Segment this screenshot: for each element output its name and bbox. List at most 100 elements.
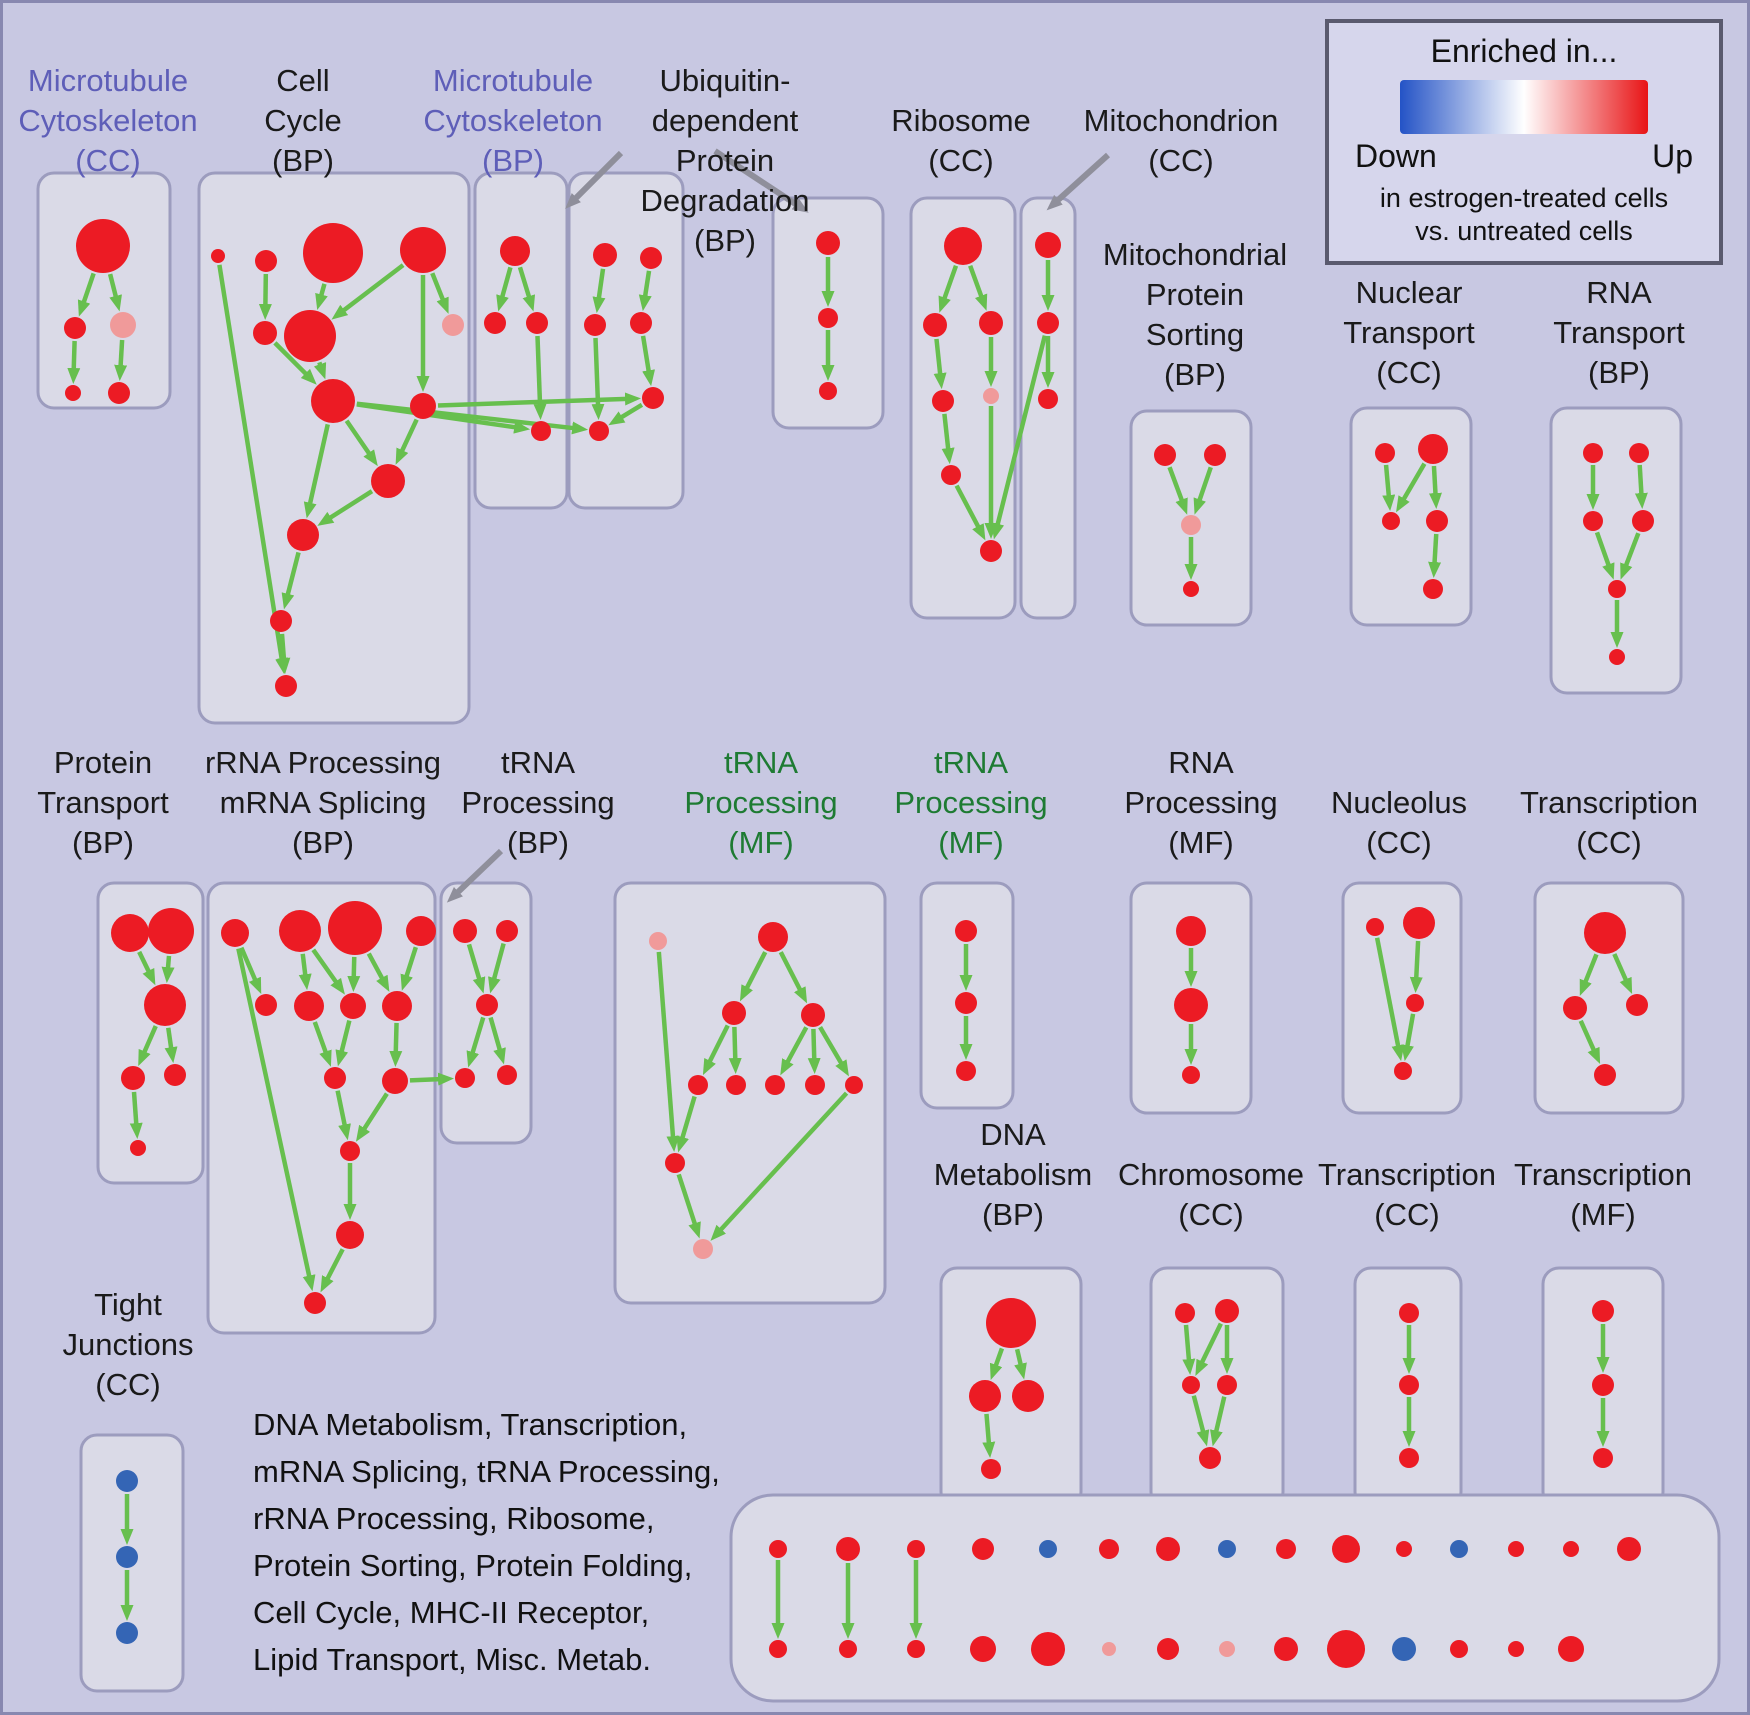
go-term-node	[1426, 510, 1448, 532]
go-term-node	[1450, 1640, 1468, 1658]
edge-arrow	[395, 418, 419, 465]
edge-arrow	[217, 264, 289, 675]
go-term-node	[1508, 1541, 1524, 1557]
cluster-label-line: rRNA Processing	[205, 745, 441, 780]
go-term-node	[311, 379, 355, 423]
transcription-cc-mid-label: Transcription(CC)	[1520, 785, 1698, 860]
edge-arrow	[702, 1024, 730, 1076]
go-term-node	[1332, 1535, 1360, 1563]
edge-arrow	[488, 1016, 506, 1065]
go-term-node	[455, 1068, 475, 1088]
edge-arrow	[366, 952, 390, 992]
legend-down-label: Down	[1355, 138, 1437, 174]
edge-arrow	[400, 946, 418, 991]
edge-arrow	[317, 489, 374, 526]
go-term-node	[1174, 988, 1208, 1022]
edge-arrow	[1409, 940, 1423, 994]
go-term-node	[593, 243, 617, 267]
go-term-node	[1218, 1540, 1236, 1558]
edge-arrow	[592, 268, 606, 314]
go-term-node	[1583, 443, 1603, 463]
cluster-label-line: Transport	[1553, 315, 1685, 350]
edge-arrow	[107, 273, 122, 312]
cluster-label-line: dependent	[652, 103, 799, 138]
edge-arrow	[466, 943, 486, 994]
label-pointer-arrow	[713, 148, 809, 213]
go-term-node	[665, 1153, 685, 1173]
go-term-node	[1157, 1638, 1179, 1660]
go-term-node	[932, 390, 954, 412]
edge-arrow	[982, 1413, 996, 1459]
go-term-node	[630, 312, 652, 334]
go-term-node	[688, 1075, 708, 1095]
edge-arrow	[1634, 464, 1648, 510]
edge-arrow	[1396, 462, 1427, 513]
cluster-label-line: RNA	[1168, 745, 1234, 780]
edge-arrow	[114, 339, 128, 382]
edge-arrow	[608, 402, 644, 426]
edge-arrow	[807, 1028, 821, 1075]
edge-arrow	[991, 335, 1048, 540]
go-term-node	[484, 312, 506, 334]
ubiquitin-degradation-1-box	[567, 171, 685, 510]
go-term-node	[116, 1622, 138, 1644]
edge-arrow	[739, 951, 768, 1002]
cluster-label-line: (BP)	[482, 143, 544, 178]
chromosome-cc-box	[1149, 1266, 1285, 1510]
go-term-node	[255, 250, 277, 272]
go-term-node	[1183, 581, 1199, 597]
edge-arrow	[389, 1022, 403, 1068]
edge-arrow	[331, 263, 405, 320]
edge-arrow	[1210, 1396, 1227, 1447]
go-term-node	[144, 984, 186, 1026]
cluster-label-line: Chromosome	[1118, 1157, 1304, 1192]
edge-arrow	[1401, 1013, 1416, 1062]
cluster-label-line: (CC)	[1376, 355, 1441, 390]
go-term-node	[1099, 1539, 1119, 1559]
cluster-label-line: (BP)	[982, 1197, 1044, 1232]
go-term-node	[500, 236, 530, 266]
edge-arrow	[137, 950, 156, 986]
ribosome-cc-label: Ribosome (CC)	[891, 103, 1031, 178]
cluster-label-line: (CC)	[1178, 1197, 1243, 1232]
transcription-mf-label: Transcription(MF)	[1514, 1157, 1692, 1232]
go-term-node	[1450, 1540, 1468, 1558]
edge-arrow	[656, 951, 680, 1153]
edge-arrow	[1191, 1395, 1210, 1447]
cluster-label-line: (CC)	[928, 143, 993, 178]
go-term-node	[769, 1540, 787, 1558]
edge-arrow	[954, 484, 986, 541]
go-term-node	[496, 920, 518, 942]
go-term-node	[221, 919, 249, 947]
go-term-node	[1035, 232, 1061, 258]
trna-processing-mf-large-box	[613, 881, 887, 1305]
cluster-label-line: Processing	[1124, 785, 1277, 820]
go-term-node	[970, 1636, 996, 1662]
go-term-node	[1219, 1641, 1235, 1657]
go-term-node	[65, 385, 81, 401]
cluster-label-line: Transport	[1343, 315, 1475, 350]
go-term-node	[640, 247, 662, 269]
cluster-label-line: Nucleolus	[1331, 785, 1467, 820]
cluster-label-line: Ribosome	[891, 103, 1031, 138]
cluster-label-line: Microtubule	[433, 63, 593, 98]
cluster-label-line: Cytoskeleton	[423, 103, 602, 138]
edge-arrow	[1193, 466, 1213, 515]
go-term-node	[1406, 994, 1424, 1012]
go-term-node	[211, 249, 225, 263]
cluster-label-line: (BP)	[272, 143, 334, 178]
go-term-node	[986, 1298, 1036, 1348]
cluster-label-line: (MF)	[1168, 825, 1233, 860]
go-term-node	[642, 387, 664, 409]
edge-arrow	[941, 413, 955, 465]
go-term-node	[255, 994, 277, 1016]
cluster-label-line: Cytoskeleton	[18, 103, 197, 138]
edge-arrow	[277, 633, 291, 675]
edge-arrow	[938, 265, 959, 313]
go-term-node	[400, 227, 446, 273]
cluster-label-line: tRNA	[724, 745, 798, 780]
cluster-label-line: Sorting	[1146, 317, 1244, 352]
edge-arrow	[437, 392, 642, 408]
